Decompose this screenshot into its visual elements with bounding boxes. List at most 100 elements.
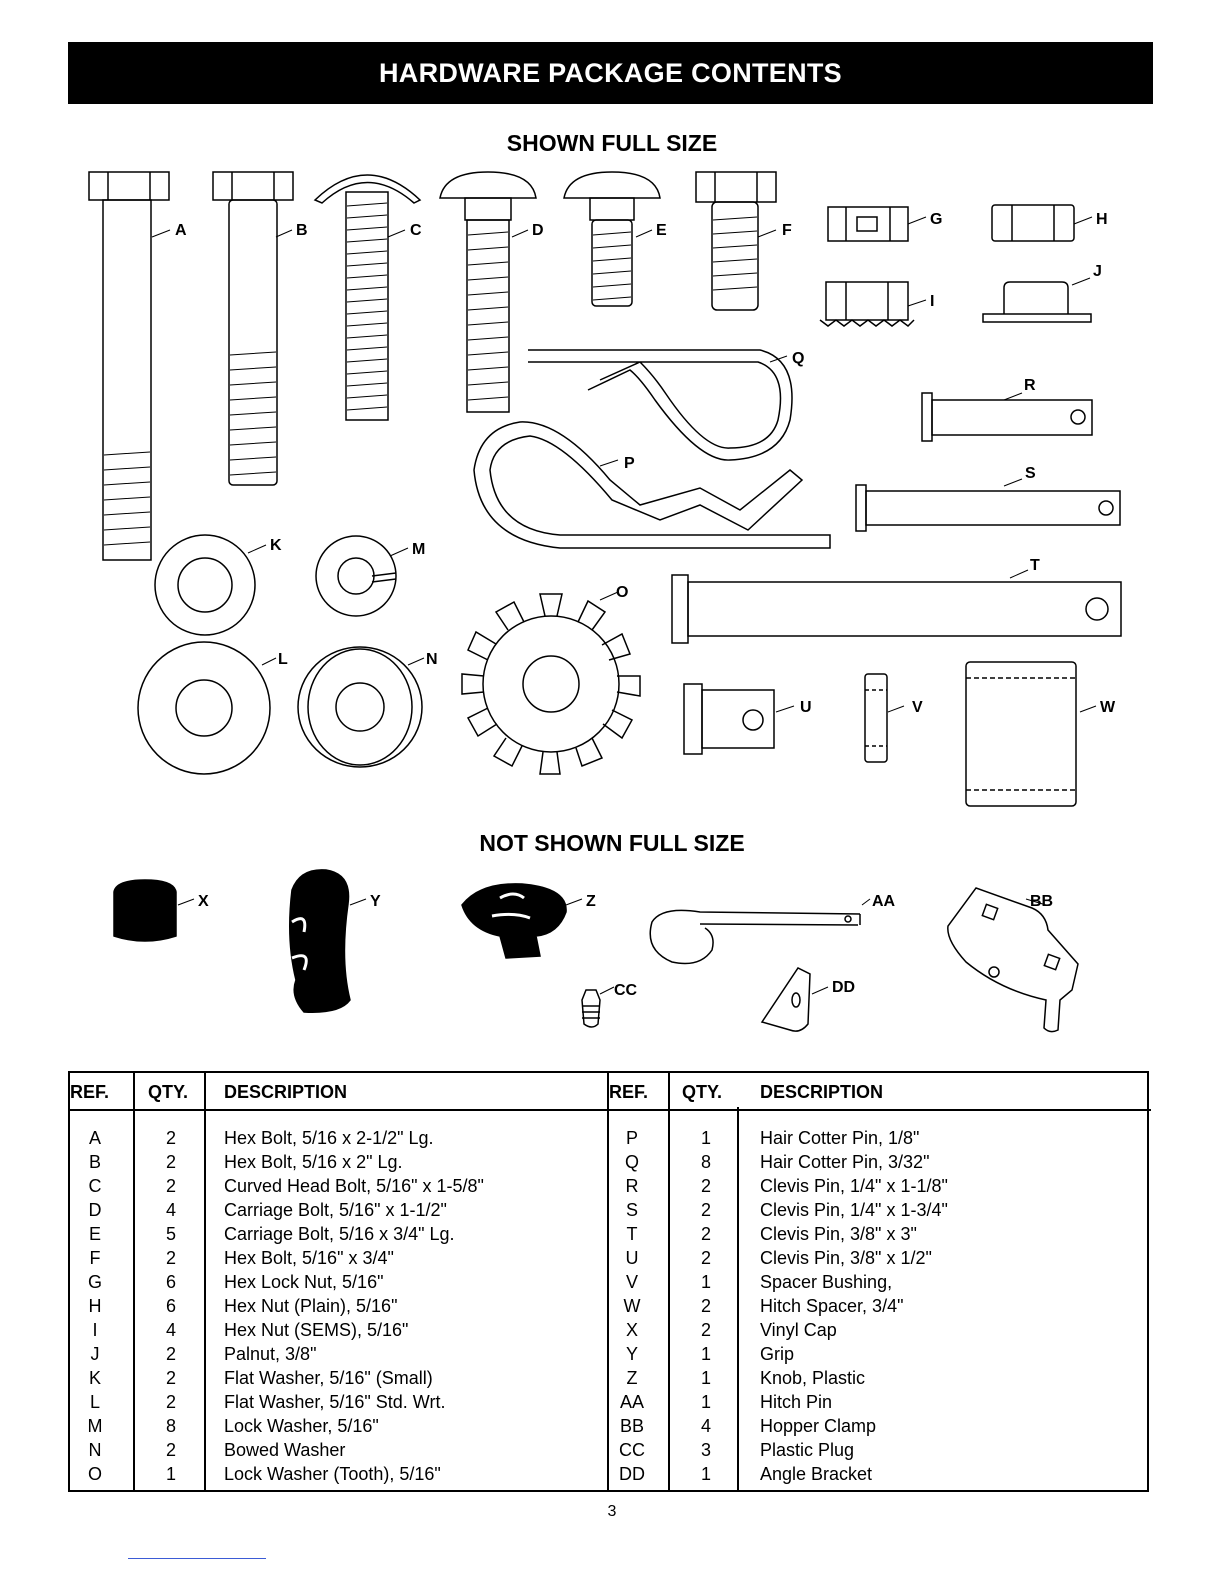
table-cell-qty: 4 <box>165 1200 176 1220</box>
table-cell-desc: Hex Nut (SEMS), 5/16" <box>224 1320 409 1340</box>
hex-nut-h <box>991 204 1075 242</box>
table-cell-qty: 2 <box>165 1344 176 1364</box>
label-l: L <box>278 651 288 668</box>
bowed-washer-n <box>297 646 423 768</box>
table-cell-desc: Hex Lock Nut, 5/16" <box>224 1272 384 1292</box>
label-z: Z <box>586 893 596 910</box>
table-cell-ref: J <box>90 1344 100 1364</box>
table-cell-ref: W <box>623 1296 641 1316</box>
label-i: I <box>930 293 934 310</box>
label-q: Q <box>792 350 804 367</box>
table-cell-ref: K <box>88 1368 101 1388</box>
table-cell-qty: 5 <box>165 1224 176 1244</box>
hardware-illustrations: A B C D E F G H I J K L M N O P Q R S T … <box>88 171 1122 1033</box>
table-cell-ref: DD <box>619 1464 645 1484</box>
table-cell-desc: Clevis Pin, 1/4" x 1-3/4" <box>760 1200 948 1220</box>
table-cell-qty: 2 <box>700 1200 711 1220</box>
table-cell-qty: 2 <box>700 1176 711 1196</box>
table-cell-ref: U <box>625 1248 639 1268</box>
table-cell-qty: 8 <box>165 1416 176 1436</box>
label-n: N <box>426 651 438 668</box>
header-ref-left: REF. <box>70 1082 110 1102</box>
table-cell-desc: Hex Nut (Plain), 5/16" <box>224 1296 398 1316</box>
right-description-column: Hair Cotter Pin, 1/8" Hair Cotter Pin, 3/… <box>760 1126 948 1486</box>
hex-bolt-f <box>695 171 777 311</box>
palnut-j <box>982 281 1092 323</box>
table-cell-qty: 2 <box>165 1248 176 1268</box>
table-cell-ref: C <box>88 1176 102 1196</box>
carriage-bolt-d <box>439 171 537 413</box>
label-dd: DD <box>832 979 855 996</box>
label-g: G <box>930 211 942 228</box>
table-cell-ref: T <box>626 1224 638 1244</box>
flat-washer-k <box>154 534 256 636</box>
table-cell-ref: L <box>89 1392 100 1412</box>
table-cell-ref: P <box>625 1128 638 1148</box>
hair-cotter-pin-p <box>473 421 831 549</box>
label-w: W <box>1100 699 1116 716</box>
table-cell-qty: 2 <box>700 1296 711 1316</box>
table-cell-qty: 1 <box>700 1392 711 1412</box>
table-cell-ref: N <box>88 1440 102 1460</box>
table-cell-desc: Hex Bolt, 5/16" x 3/4" <box>224 1248 394 1268</box>
table-cell-qty: 2 <box>700 1320 711 1340</box>
table-cell-qty: 1 <box>700 1344 711 1364</box>
label-v: V <box>912 699 923 716</box>
label-a: A <box>175 222 187 239</box>
table-cell-desc: Vinyl Cap <box>760 1320 837 1340</box>
table-cell-ref: X <box>625 1320 638 1340</box>
lock-washer-m <box>315 535 397 617</box>
table-cell-desc: Spacer Bushing, <box>760 1272 893 1292</box>
table-cell-ref: G <box>87 1272 102 1292</box>
hopper-clamp-bb <box>947 887 1079 1033</box>
label-f: F <box>782 222 792 239</box>
table-cell-desc: Angle Bracket <box>760 1464 873 1484</box>
label-o: O <box>616 584 628 601</box>
label-b: B <box>296 222 308 239</box>
hitch-pin-aa <box>649 909 861 965</box>
clevis-pin-r <box>921 392 1093 442</box>
hitch-spacer-w <box>965 661 1077 807</box>
label-y: Y <box>370 893 381 910</box>
leader-lines <box>151 216 1097 995</box>
table-cell-qty: 2 <box>165 1368 176 1388</box>
header-qty-left: QTY. <box>148 1082 189 1102</box>
table-cell-qty: 8 <box>700 1152 711 1172</box>
label-cc: CC <box>614 982 638 999</box>
table-cell-qty: 3 <box>700 1440 711 1460</box>
table-cell-ref: Y <box>625 1344 638 1364</box>
table-cell-desc: Lock Washer, 5/16" <box>224 1416 379 1436</box>
table-cell-ref: Q <box>624 1152 639 1172</box>
table-cell-ref: R <box>625 1176 639 1196</box>
table-cell-qty: 2 <box>165 1128 176 1148</box>
hex-nut-sems-i <box>819 281 915 327</box>
carriage-bolt-e <box>563 171 661 307</box>
table-cell-desc: Hair Cotter Pin, 3/32" <box>760 1152 930 1172</box>
table-cell-desc: Bowed Washer <box>224 1440 346 1460</box>
plastic-plug-cc <box>581 989 601 1028</box>
clevis-pin-u <box>683 683 775 755</box>
table-cell-desc: Palnut, 3/8" <box>224 1344 317 1364</box>
header-qty-right: QTY. <box>682 1082 723 1102</box>
table-cell-qty: 6 <box>165 1272 176 1292</box>
hex-bolt-a <box>88 171 170 561</box>
label-bb: BB <box>1030 893 1053 910</box>
table-cell-desc: Hitch Pin <box>760 1392 833 1412</box>
table-cell-qty: 1 <box>700 1128 711 1148</box>
table-cell-desc: Curved Head Bolt, 5/16" x 1-5/8" <box>224 1176 484 1196</box>
table-cell-desc: Hair Cotter Pin, 1/8" <box>760 1128 920 1148</box>
table-cell-desc: Grip <box>760 1344 795 1364</box>
table-cell-ref: B <box>88 1152 101 1172</box>
table-cell-desc: Clevis Pin, 1/4" x 1-1/8" <box>760 1176 948 1196</box>
table-cell-ref: H <box>88 1296 102 1316</box>
table-cell-ref: M <box>87 1416 103 1436</box>
table-cell-ref: O <box>87 1464 102 1484</box>
label-d: D <box>532 222 544 239</box>
label-e: E <box>656 222 667 239</box>
table-cell-ref: BB <box>619 1416 644 1436</box>
label-aa: AA <box>872 893 896 910</box>
tooth-lock-washer-o <box>461 593 641 775</box>
section-title-not-full-size: NOT SHOWN FULL SIZE <box>479 830 745 856</box>
